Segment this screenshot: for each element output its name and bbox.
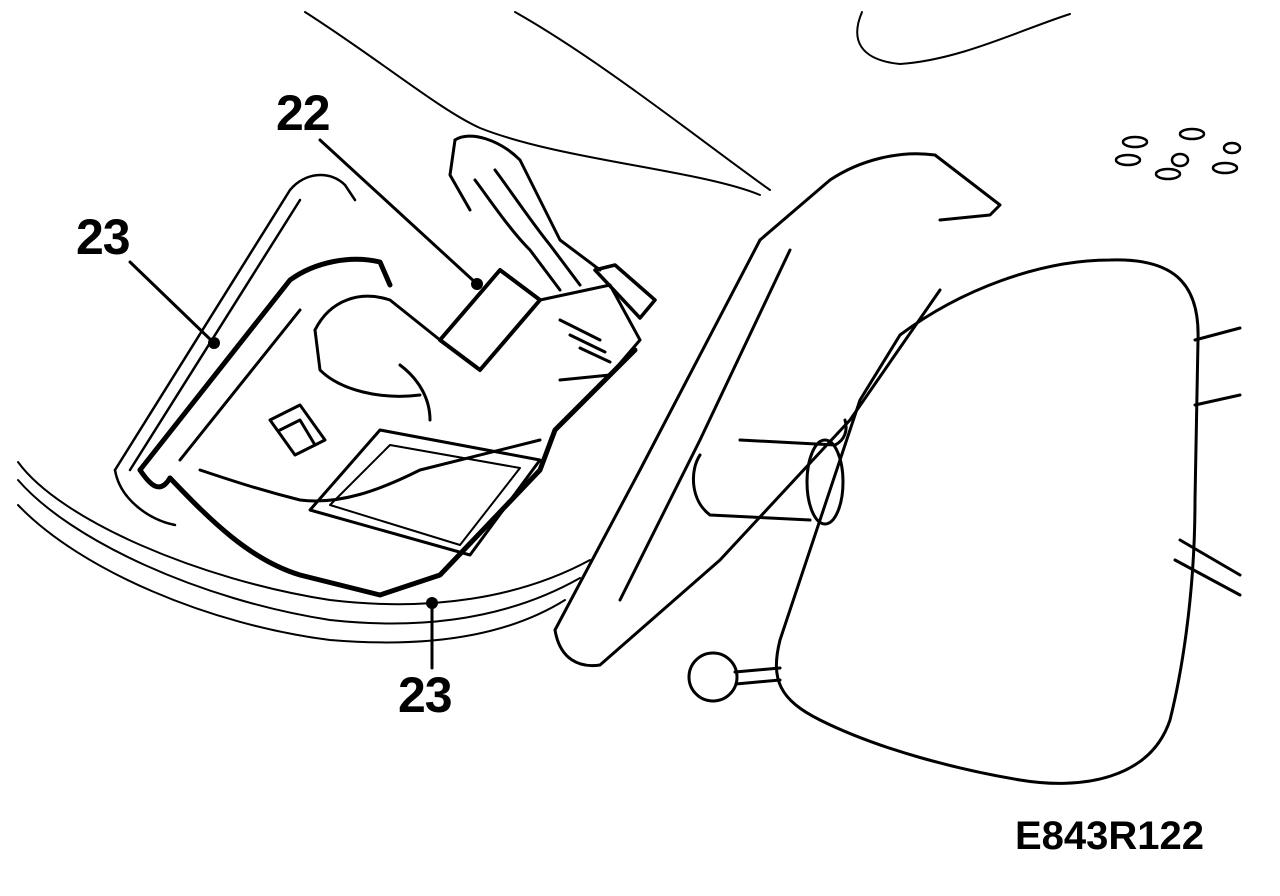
mirror-mount-base xyxy=(553,152,1002,668)
headliner-perforations xyxy=(1114,127,1242,181)
lamp-housing-trim xyxy=(113,173,357,527)
lamp-body xyxy=(178,294,542,557)
headliner-lines xyxy=(17,11,1071,644)
leader-lines xyxy=(128,138,479,670)
callout-22: 22 xyxy=(276,85,331,141)
callout-23-bottom: 23 xyxy=(398,667,453,723)
leader-dots xyxy=(208,278,483,609)
mirror-sensor-knob xyxy=(687,651,782,703)
figure-code: E843R122 xyxy=(1015,814,1205,858)
connector-and-wiring xyxy=(438,134,657,382)
callout-23-left: 23 xyxy=(76,209,131,265)
mirror-head xyxy=(774,258,1242,785)
mirror-stem xyxy=(691,418,848,526)
lamp-housing-frame xyxy=(137,256,638,598)
